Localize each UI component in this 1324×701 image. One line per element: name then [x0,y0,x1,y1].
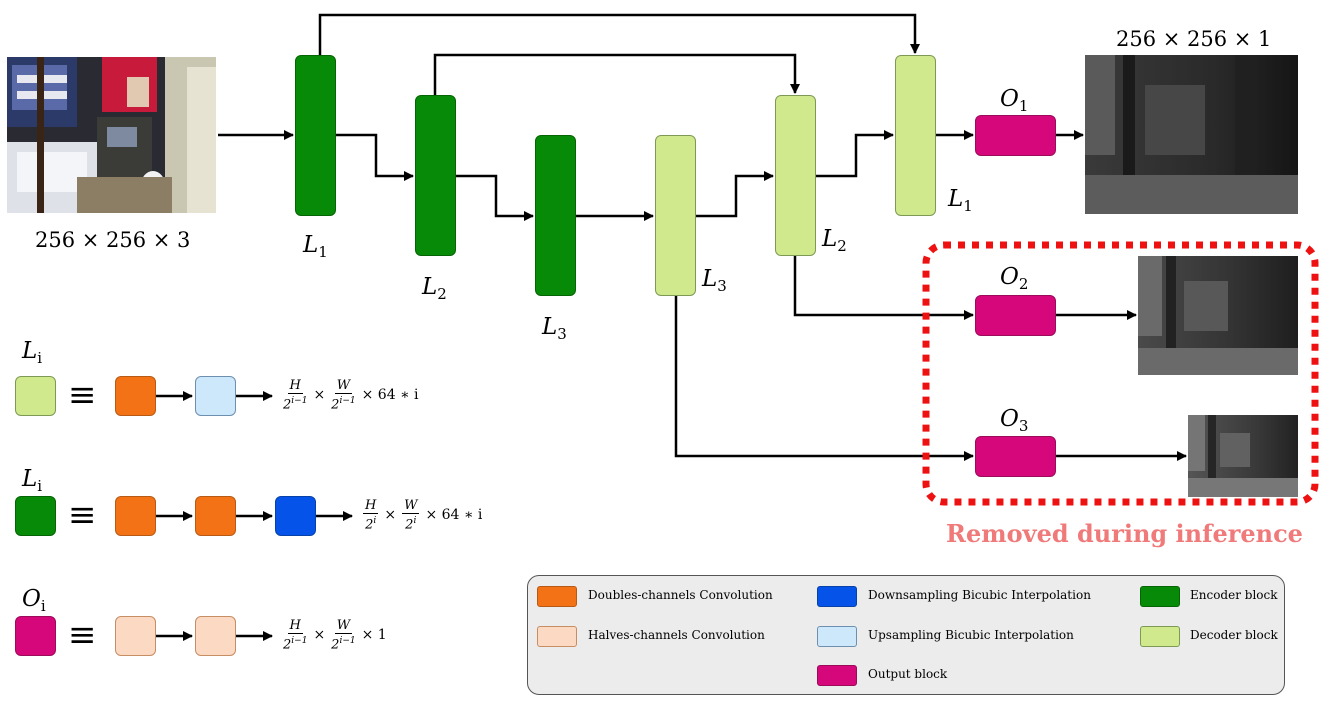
def2-doubles-conv-b [195,496,236,536]
output-block-2 [975,295,1056,336]
def1-equiv: ≡ [68,375,97,415]
def3-halves-conv-b [195,616,236,656]
removed-frame [922,241,1319,506]
output-dims: 256 × 256 × 1 [1116,27,1272,51]
def3-lhs: Oi [22,586,46,615]
legend-output-swatch [817,665,857,686]
label-output-2: O2 [1000,264,1029,293]
decoder-block-2 [775,95,816,256]
label-decoder-2: L2 [822,226,847,255]
def2-downsampling [275,496,316,536]
arrow-enc1-enc2 [336,133,414,181]
legend-halves-swatch [537,626,577,647]
def2-equiv: ≡ [68,495,97,535]
label-decoder-3: L3 [702,266,727,295]
label-output-1: O1 [1000,86,1029,115]
def3-halves-conv-a [115,616,156,656]
def1-doubles-conv [115,376,156,416]
label-output-3: O3 [1000,406,1029,435]
label-encoder-1: L1 [303,232,328,261]
depth-map-1 [1085,55,1298,214]
def1-decoder-swatch [15,376,56,416]
decoder-block-1 [895,55,936,216]
def3-equiv: ≡ [68,615,97,655]
legend-halves-text: Halves-channels Convolution [588,628,765,642]
legend-encoder-text: Encoder block [1190,588,1278,602]
legend-doubles-text: Doubles-channels Convolution [588,588,773,602]
skip-enc1-dec1 [318,13,920,55]
encoder-block-3 [535,135,576,296]
arrow-dec3-dec2 [696,171,774,218]
output-block-3 [975,436,1056,477]
def1-upsampling [195,376,236,416]
def2-encoder-swatch [15,496,56,536]
legend-downsampling-text: Downsampling Bicubic Interpolation [868,588,1091,602]
arrow-dec3-out3 [674,296,974,461]
def2-lhs: Li [22,466,43,495]
legend-downsampling-swatch [817,586,857,607]
output-block-1 [975,115,1056,156]
label-encoder-3: L3 [542,314,567,343]
input-dims: 256 × 256 × 3 [35,228,191,252]
arrow-enc2-enc3 [456,174,534,221]
label-encoder-2: L2 [422,274,447,303]
legend-upsampling-text: Upsampling Bicubic Interpolation [868,628,1074,642]
legend-decoder-text: Decoder block [1190,628,1278,642]
input-image [7,57,216,213]
depth-map-3 [1188,415,1298,497]
encoder-block-2 [415,95,456,256]
label-decoder-1: L1 [948,186,973,215]
depth-map-2 [1138,256,1298,375]
arrow-dec2-out2 [793,256,974,320]
legend-doubles-swatch [537,586,577,607]
legend-output-text: Output block [868,667,948,681]
def1-lhs: Li [22,338,43,367]
legend: Doubles-channels Convolution Halves-chan… [527,575,1285,695]
decoder-block-3 [655,135,696,296]
encoder-block-1 [295,55,336,216]
legend-decoder-swatch [1140,626,1180,647]
removed-during-inference-label: Removed during inference [946,519,1303,548]
skip-enc2-dec2 [433,53,800,95]
arrow-dec2-dec1 [816,130,894,178]
legend-upsampling-swatch [817,626,857,647]
def3-output-swatch [15,616,56,656]
legend-encoder-swatch [1140,586,1180,607]
def2-doubles-conv-a [115,496,156,536]
